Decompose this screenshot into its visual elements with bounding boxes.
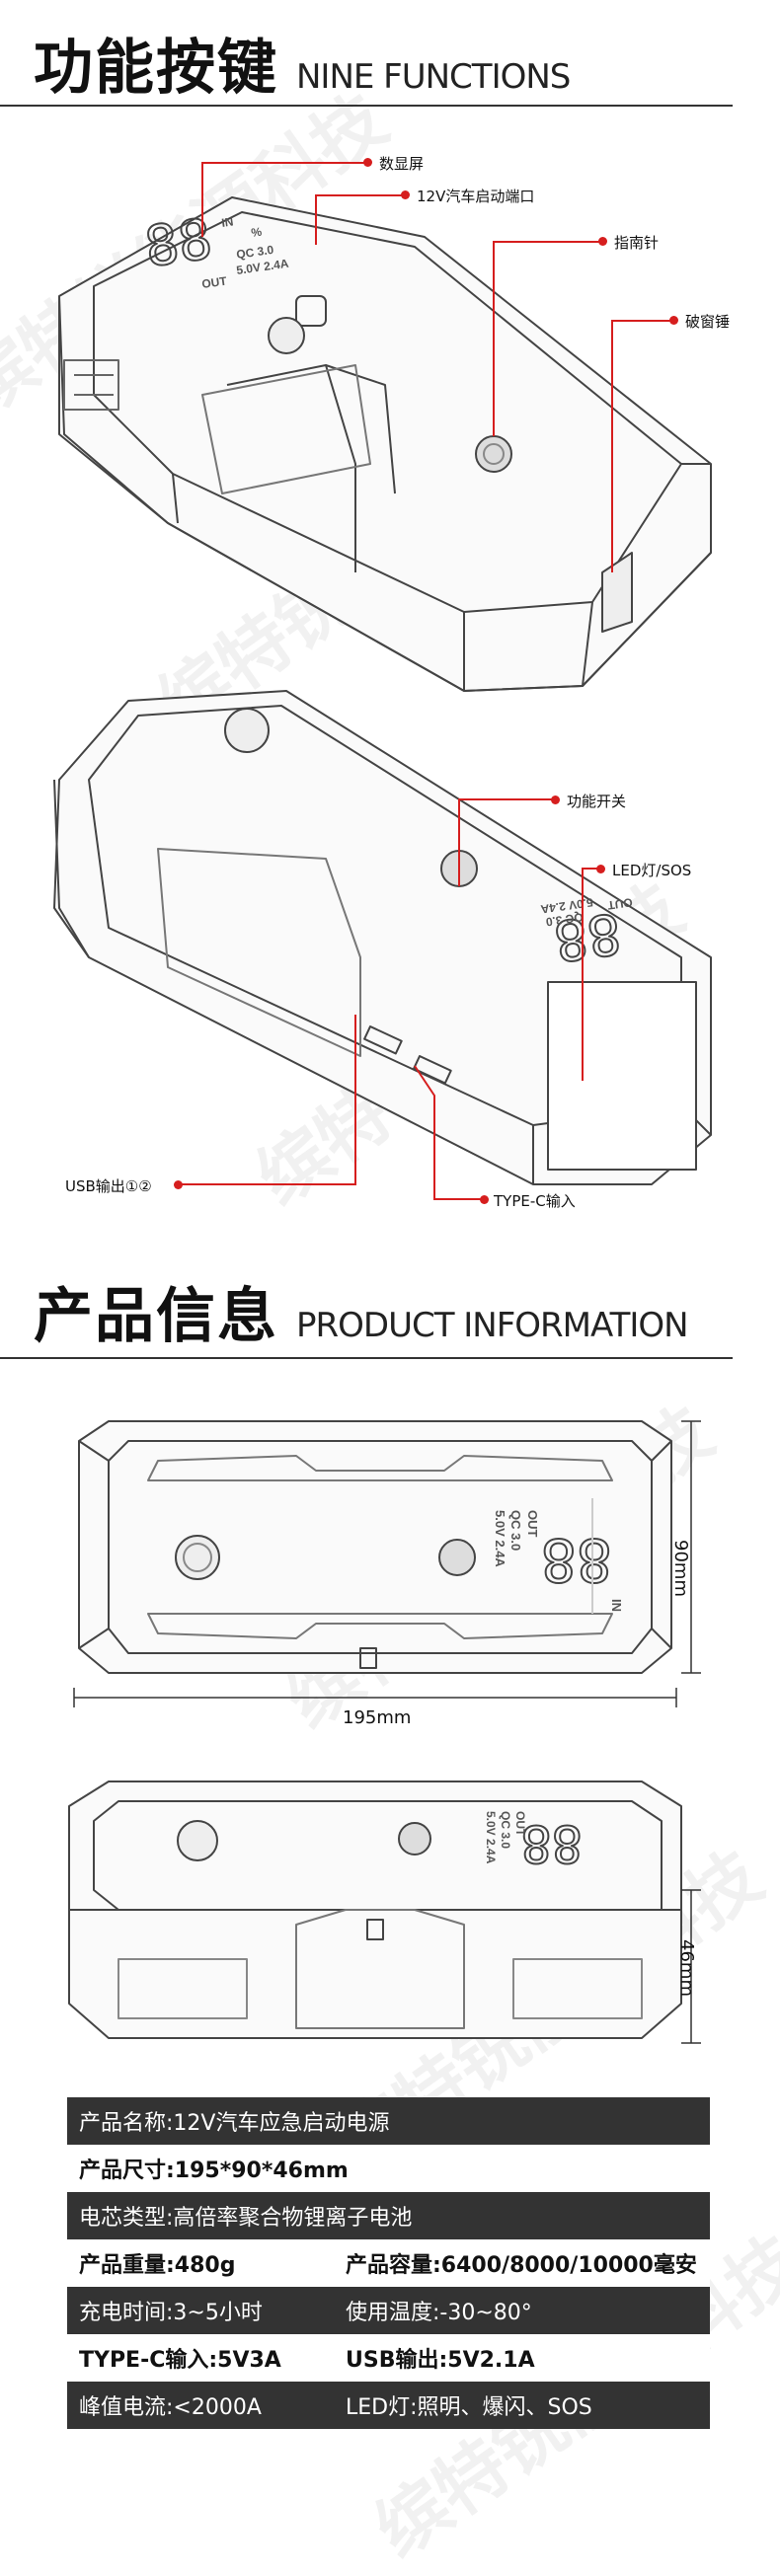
svg-text:88: 88: [541, 1525, 612, 1594]
spec-cell: 产品重量:480g: [79, 2253, 236, 2278]
device-qc-label: QC 3.0: [235, 243, 274, 262]
callout-dot: [363, 158, 372, 167]
spec-cell: LED灯:照明、爆闪、SOS: [346, 2395, 592, 2420]
device-illustration-top: 88 QC 3.0 5.0V 2.4A OUT % IN: [58, 162, 712, 692]
side-qc-label: QC 3.0: [499, 1811, 512, 1849]
device-angled-view: 88 QC 3.0 5.0V 2.4A OUT: [68, 1780, 701, 2044]
callout-led: LED灯/SOS: [612, 862, 692, 879]
dimension-height: 46mm: [676, 1939, 697, 1997]
spec-cell: TYPE-C输入:5V3A: [79, 2348, 281, 2373]
spec-cell: 产品尺寸:195*90*46mm: [79, 2159, 349, 2183]
section-divider: [0, 105, 733, 107]
spec-row: 产品尺寸:195*90*46mm: [67, 2145, 710, 2192]
callout-compass: 指南针: [614, 234, 660, 252]
svg-text:88: 88: [550, 900, 625, 973]
dimension-width: 195mm: [343, 1707, 412, 1728]
callout-dot: [480, 1195, 489, 1204]
callout-dot: [598, 237, 607, 246]
svg-text:88: 88: [520, 1813, 583, 1872]
device-in-label: IN: [220, 214, 234, 230]
spec-cell: 产品容量:6400/8000/10000毫安: [346, 2253, 697, 2278]
callout-dot: [174, 1180, 183, 1189]
device2-qc-label: QC 3.0: [545, 910, 585, 929]
spec-cell: USB输出:5V2.1A: [346, 2348, 535, 2373]
spec-cell: 峰值电流:<2000A: [79, 2395, 262, 2420]
functions-title-zh: 功能按键: [34, 34, 278, 103]
spec-row: 充电时间:3~5小时 使用温度:-30~80°: [67, 2287, 710, 2334]
device-out-label: OUT: [200, 273, 228, 290]
spec-row: 产品名称:12V汽车应急启动电源: [67, 2097, 710, 2145]
top-out-label: OUT: [525, 1510, 540, 1538]
spec-cell: 充电时间:3~5小时: [79, 2301, 263, 2325]
spec-cell: 电芯类型:高倍率聚合物锂离子电池: [79, 2206, 413, 2231]
spec-cell: 使用温度:-30~80°: [346, 2301, 532, 2325]
spec-cell: 产品名称:12V汽车应急启动电源: [79, 2111, 390, 2136]
callout-hammer: 破窗锤: [685, 313, 731, 331]
product-heading: 产品信息 PRODUCT INFORMATION: [34, 1268, 689, 1354]
spec-row: 峰值电流:<2000A LED灯:照明、爆闪、SOS: [67, 2382, 710, 2429]
device-illustration-side: 88 QC 3.0 5.0V 2.4A OUT: [53, 690, 712, 1200]
product-title-en: PRODUCT INFORMATION: [296, 1306, 689, 1345]
side-out-spec: 5.0V 2.4A: [484, 1811, 498, 1864]
svg-text:88: 88: [141, 207, 216, 280]
callout-dot: [551, 796, 560, 804]
spec-row: TYPE-C输入:5V3A USB输出:5V2.1A: [67, 2334, 710, 2382]
dimension-depth: 90mm: [670, 1540, 691, 1597]
device-top-view: 88 QC 3.0 5.0V 2.4A OUT IN: [73, 1420, 701, 1707]
callout-typec: TYPE-C输入: [494, 1192, 576, 1210]
device2-out-label: OUT: [606, 895, 634, 912]
callout-display: 数显屏: [379, 155, 425, 173]
spec-row: 产品重量:480g 产品容量:6400/8000/10000毫安: [67, 2239, 710, 2287]
callout-dot: [401, 190, 410, 199]
device-pct-label: %: [250, 225, 263, 240]
spec-table: 产品名称:12V汽车应急启动电源产品尺寸:195*90*46mm 电芯类型:高倍率…: [67, 2097, 710, 2429]
callout-car-port: 12V汽车启动端口: [417, 188, 535, 205]
spec-row: 电芯类型:高倍率聚合物锂离子电池: [67, 2192, 710, 2239]
callout-dot: [669, 316, 678, 325]
functions-heading: 功能按键 NINE FUNCTIONS: [34, 20, 571, 106]
callout-switch: 功能开关: [567, 793, 627, 810]
top-qc-label: QC 3.0: [508, 1510, 523, 1551]
section-divider: [0, 1357, 733, 1359]
side-out-label: OUT: [513, 1811, 527, 1837]
top-in-label: IN: [609, 1599, 624, 1612]
callout-dot: [596, 865, 605, 873]
functions-title-en: NINE FUNCTIONS: [296, 57, 571, 97]
product-title-zh: 产品信息: [34, 1282, 278, 1351]
callout-usb: USB输出①②: [65, 1177, 152, 1195]
top-out-spec: 5.0V 2.4A: [493, 1510, 507, 1567]
